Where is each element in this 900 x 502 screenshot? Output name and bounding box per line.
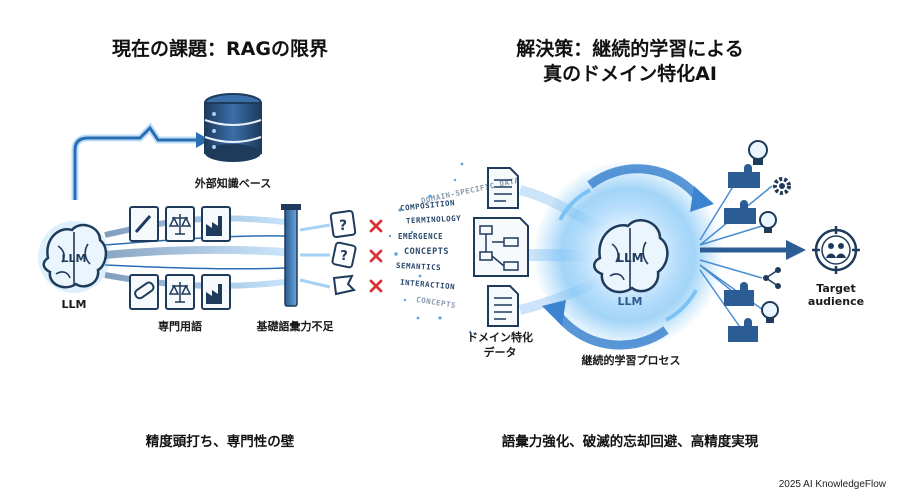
right-title-line2: 真のドメイン特化AI <box>543 63 717 85</box>
continual-process-label: 継続的学習プロセス <box>581 354 681 367</box>
document-icon <box>487 167 519 209</box>
scales-doc-icon <box>165 206 195 242</box>
scales-doc-icon-2 <box>165 274 195 310</box>
error-icons <box>369 219 383 293</box>
question-tile-icon-2: ? <box>331 241 357 269</box>
particle-stream <box>388 162 472 334</box>
llm-left-inner: LLM <box>62 252 87 265</box>
database-icon <box>204 93 262 162</box>
lightbulb-icon-2 <box>759 211 777 233</box>
output-arrow <box>700 240 806 260</box>
lightbulb-icon-3 <box>761 301 779 323</box>
lightbulb-icon <box>748 140 768 165</box>
question-tile-icon: ? <box>329 209 357 239</box>
puzzle-icon <box>728 164 760 188</box>
stream-word-5: CONCEPTS <box>404 247 449 257</box>
network-nodes-icon <box>763 267 781 289</box>
syringe-doc-icon <box>129 206 159 242</box>
right-title-line1: 解決策：継続的学習による <box>516 38 744 60</box>
gear-icon <box>773 177 791 195</box>
blocked-outputs: ? ? <box>299 209 357 296</box>
factory-doc-icon <box>201 206 231 242</box>
doc-icons-bottom <box>129 274 231 310</box>
domain-data-label: ドメイン特化 データ <box>455 330 545 360</box>
external-kb-label: 外部知識ベース <box>194 177 272 190</box>
llm-right-sub-label: LLM <box>617 295 643 308</box>
domain-data-line1: ドメイン特化 <box>467 331 533 344</box>
llm-right-inner: LLM <box>616 251 643 265</box>
stream-word-4: EMERGENCE <box>398 232 444 241</box>
puzzle-icon-2 <box>724 200 756 224</box>
target-line1: Target <box>816 282 856 295</box>
doc-icons-top <box>129 206 231 242</box>
llm-left-label: LLM <box>61 298 87 311</box>
bandage-doc-icon <box>129 274 159 310</box>
puzzle-icon-4 <box>728 318 758 342</box>
target-audience-label: Target audience <box>806 282 866 308</box>
left-title: 現在の課題：RAGの限界 <box>112 38 328 60</box>
svg-text:?: ? <box>339 218 347 234</box>
target-icon <box>812 226 860 274</box>
copyright: 2025 AI KnowledgeFlow <box>778 479 886 490</box>
right-title: 解決策：継続的学習による 真のドメイン特化AI <box>480 37 780 87</box>
domain-doc-icons <box>473 167 529 327</box>
right-caption: 語彙力強化、破滅的忘却回避、高精度実現 <box>501 434 759 450</box>
broken-tile-icon <box>332 274 356 296</box>
factory-doc-icon-2 <box>201 274 231 310</box>
jargon-label: 専門用語 <box>158 320 202 333</box>
svg-text:?: ? <box>340 249 348 264</box>
puzzle-icon-3 <box>724 282 754 306</box>
document-icon-2 <box>487 285 519 327</box>
left-caption: 精度頭打ち、専門性の壁 <box>145 434 295 450</box>
domain-data-line2: データ <box>483 346 517 359</box>
barrier-wall <box>281 204 301 307</box>
target-line2: audience <box>807 295 865 308</box>
brain-icon-right: LLM <box>593 219 669 294</box>
kb-connection <box>71 122 210 200</box>
brain-icon-left: LLM <box>38 221 110 293</box>
flowchart-doc-icon <box>473 217 529 277</box>
vocab-shortage-label: 基礎語彙力不足 <box>256 320 334 333</box>
